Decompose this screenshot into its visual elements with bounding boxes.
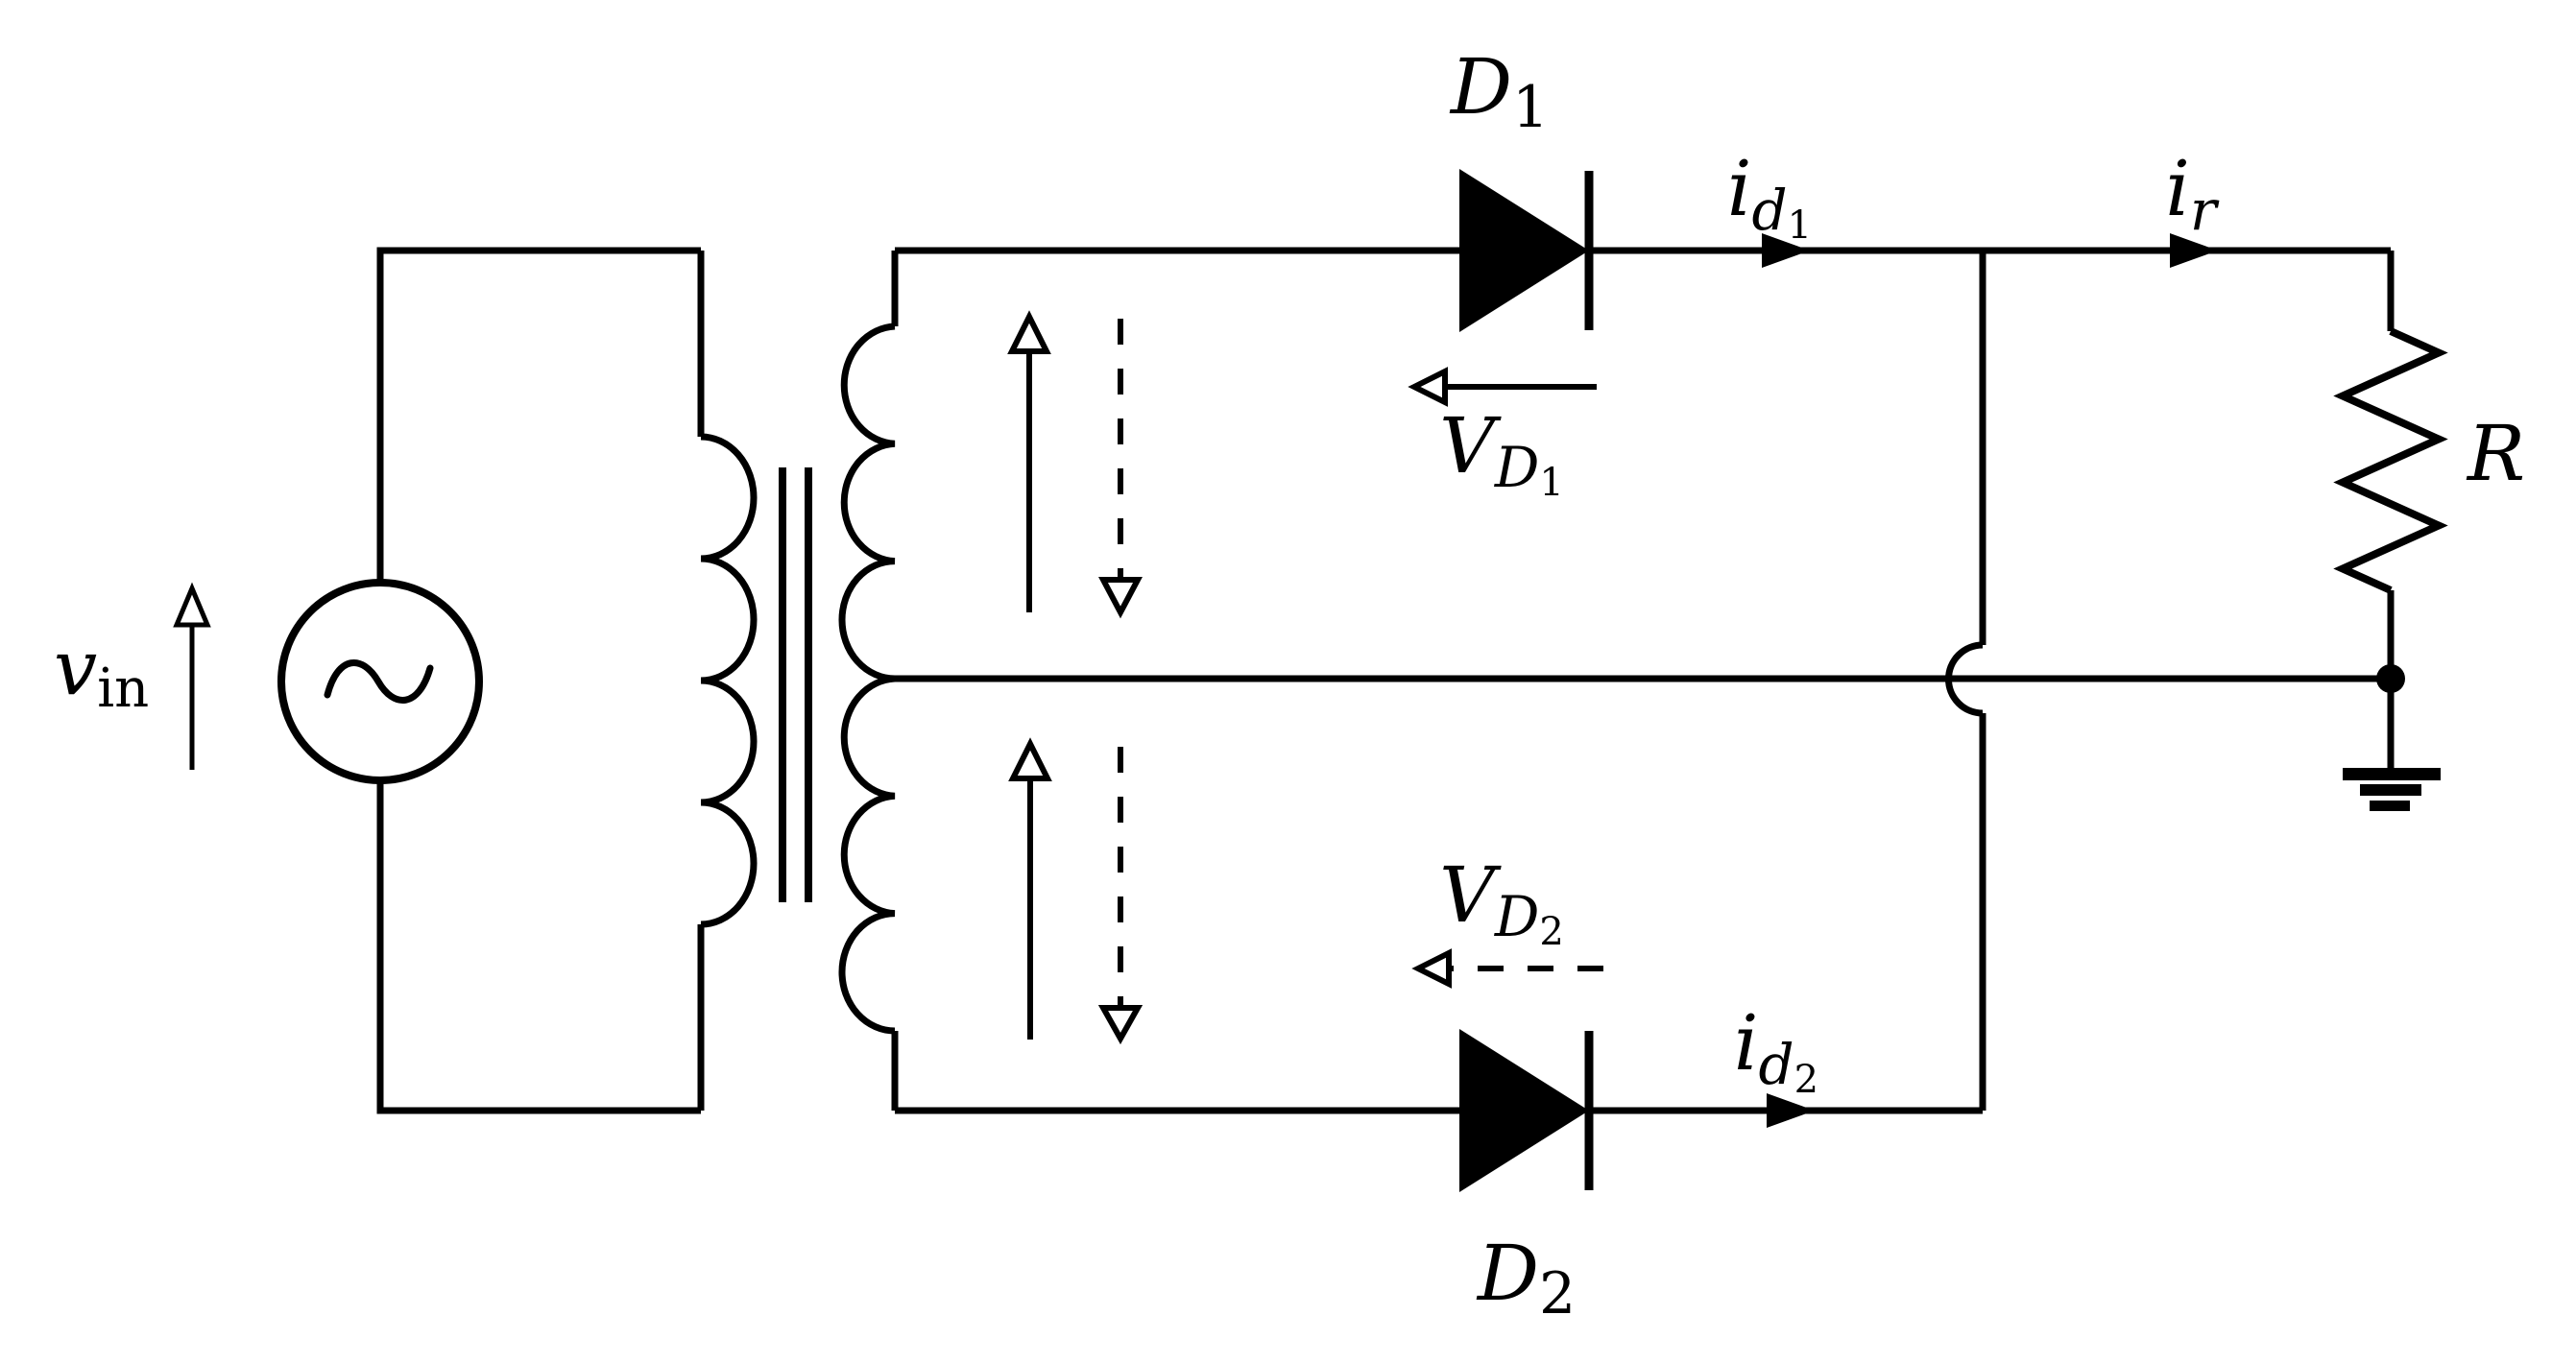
secondary-coil-lower <box>838 675 896 1035</box>
ground-bar-1-icon <box>2343 768 2441 780</box>
id2-label: id2 <box>1734 998 1818 1102</box>
vin-label: vin <box>54 623 149 720</box>
vd2-arrow-head-icon <box>1411 948 1452 989</box>
id1-current-arrow-icon <box>1762 233 1810 268</box>
upper-dashed-arrow-head-icon <box>1098 577 1143 619</box>
secondary-coil-upper <box>838 323 896 682</box>
id2-current-arrow-icon <box>1767 1093 1815 1128</box>
ground-bar-2-icon <box>2360 784 2421 796</box>
vd1-arrow-head-icon <box>1408 367 1448 407</box>
vd2-label: VD2 <box>1439 850 1564 954</box>
id1-label: id1 <box>1727 144 1812 248</box>
d2-label: D2 <box>1476 1229 1576 1327</box>
diode-d2-icon <box>1459 1029 1589 1192</box>
upper-solid-arrow-head-icon <box>1007 310 1051 354</box>
resistor-r-icon <box>2333 327 2448 594</box>
wire-primary-bottom <box>376 780 701 1114</box>
ir-label: ir <box>2165 144 2220 243</box>
ir-current-arrow-icon <box>2170 233 2218 268</box>
ac-source-circle <box>277 579 483 784</box>
wire-primary-top <box>376 247 701 583</box>
r-label: R <box>2466 409 2525 498</box>
ground-bar-3-icon <box>2370 801 2410 811</box>
diode-d1-icon <box>1459 169 1589 332</box>
primary-coil <box>700 433 758 928</box>
vin-arrow-head-icon <box>173 582 211 628</box>
vd1-label: VD1 <box>1439 401 1564 505</box>
sine-wave-icon <box>324 659 434 704</box>
lower-dashed-arrow-head-icon <box>1097 1005 1144 1045</box>
lower-solid-arrow-head-icon <box>1008 737 1052 781</box>
d1-label: D1 <box>1449 42 1549 141</box>
